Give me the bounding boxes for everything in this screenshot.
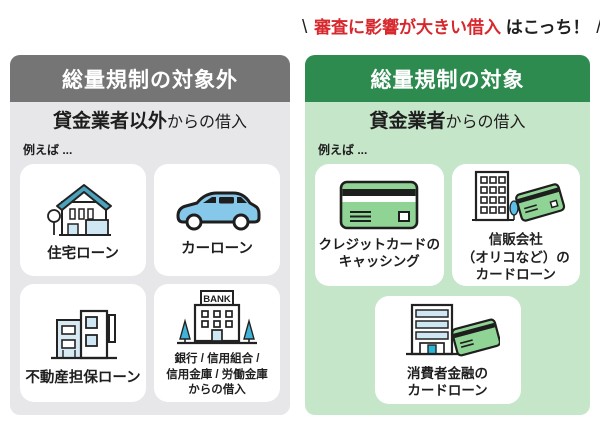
example-label: 例えば ... bbox=[23, 142, 73, 157]
card-credit-sales-company: 信販会社 （オリコなど）の カードローン bbox=[451, 163, 580, 286]
panel-exempt: 総量規制の対象外 貸金業者以外からの借入 例えば ... bbox=[10, 55, 290, 415]
card-consumer-finance: 消費者金融の カードローン bbox=[374, 295, 521, 404]
building-icon bbox=[43, 298, 123, 364]
slash-left-decoration: \ bbox=[302, 17, 308, 38]
card-credit-sales-company-label: 信販会社 （オリコなど）の カードローン bbox=[461, 231, 570, 283]
panel-subject-header: 総量規制の対象 bbox=[305, 55, 590, 102]
card-bank-borrowing-label: 銀行 / 信用組合 / 信用金庫 / 労働金庫 からの借入 bbox=[166, 353, 268, 397]
company-card-icon bbox=[466, 166, 566, 226]
credit-card-icon bbox=[337, 179, 421, 231]
card-housing-loan-label: 住宅ローン bbox=[47, 245, 119, 262]
callout-banner: \ 審査に影響が大きい借入 はこっち！ / bbox=[300, 13, 600, 39]
card-bank-borrowing: BANK bbox=[154, 283, 280, 402]
consumer-finance-icon bbox=[396, 300, 500, 360]
svg-text:BANK: BANK bbox=[203, 294, 231, 305]
example-label: 例えば ... bbox=[318, 142, 368, 157]
card-consumer-finance-label: 消費者金融の カードローン bbox=[407, 365, 488, 399]
panel-subject-subtitle: 貸金業者からの借入 bbox=[305, 111, 590, 134]
card-real-estate-loan: 不動産担保ローン bbox=[20, 283, 146, 402]
car-icon bbox=[171, 181, 263, 235]
subtitle-rest-text: からの借入 bbox=[445, 114, 526, 131]
subtitle-bold-text: 貸金業者以外 bbox=[52, 111, 167, 132]
bank-icon: BANK bbox=[173, 287, 261, 349]
exempt-card-grid: 住宅ローン カーローン bbox=[10, 163, 290, 402]
subtitle-bold-text: 貸金業者 bbox=[369, 111, 446, 132]
callout-highlight-text: 審査に影響が大きい借入 bbox=[314, 18, 502, 37]
card-housing-loan: 住宅ローン bbox=[20, 163, 146, 276]
card-car-loan: カーローン bbox=[154, 163, 280, 276]
slash-right-decoration: / bbox=[594, 17, 600, 38]
card-car-loan-label: カーローン bbox=[181, 240, 253, 257]
callout-rest-text: はこっち！ bbox=[505, 18, 590, 37]
card-credit-card-cashing: クレジットカードの キャッシング bbox=[315, 163, 444, 286]
subtitle-rest-text: からの借入 bbox=[167, 114, 248, 131]
panel-exempt-subtitle: 貸金業者以外からの借入 bbox=[10, 111, 290, 134]
panel-subject: 総量規制の対象 貸金業者からの借入 例えば ... ク bbox=[305, 55, 590, 415]
panel-exempt-header: 総量規制の対象外 bbox=[10, 55, 290, 102]
card-real-estate-loan-label: 不動産担保ローン bbox=[25, 369, 141, 386]
card-credit-card-cashing-label: クレジットカードの キャッシング bbox=[318, 236, 441, 270]
subject-card-row: クレジットカードの キャッシング bbox=[305, 163, 590, 286]
house-icon bbox=[45, 176, 121, 240]
